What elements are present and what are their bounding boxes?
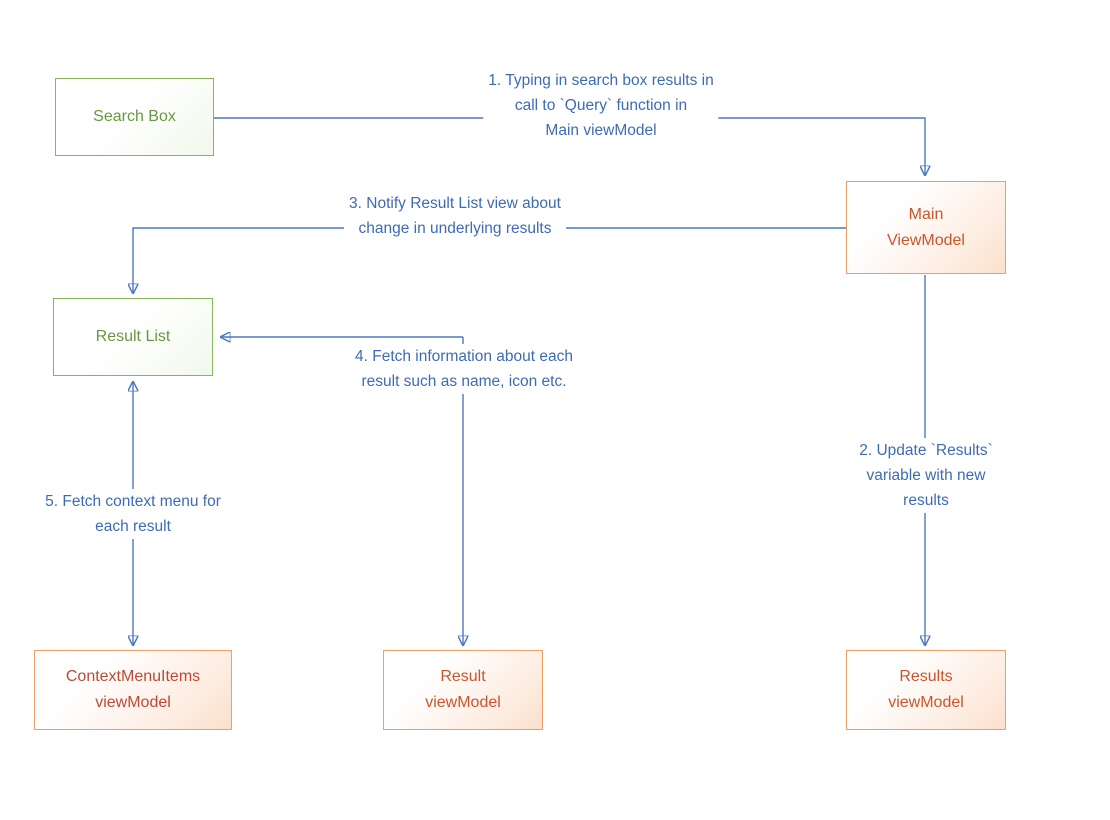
- annotation-step2: 2. Update `Results` variable with new re…: [834, 438, 1018, 513]
- annotation-step4: 4. Fetch information about each result s…: [350, 344, 578, 394]
- node-result-viewmodel: Result viewModel: [383, 650, 543, 730]
- connector-step1-arrow: [214, 117, 925, 175]
- node-main-viewmodel: Main ViewModel: [846, 181, 1006, 274]
- node-results-viewmodel-label: Results viewModel: [888, 668, 964, 711]
- annotation-step1: 1. Typing in search box results in call …: [483, 68, 719, 143]
- node-contextmenuitems-viewmodel: ContextMenuItems viewModel: [34, 650, 232, 730]
- connector-step3-arrow: [133, 227, 846, 293]
- node-result-list: Result List: [53, 298, 213, 376]
- node-result-viewmodel-label: Result viewModel: [425, 668, 501, 711]
- node-main-viewmodel-label: Main ViewModel: [887, 205, 965, 249]
- node-search-box-label: Search Box: [93, 108, 176, 125]
- node-search-box: Search Box: [55, 78, 214, 156]
- annotation-step5: 5. Fetch context menu for each result: [40, 489, 226, 539]
- node-results-viewmodel: Results viewModel: [846, 650, 1006, 730]
- node-contextmenuitems-viewmodel-label: ContextMenuItems viewModel: [65, 668, 201, 711]
- annotation-step3: 3. Notify Result List view about change …: [344, 191, 566, 241]
- node-result-list-label: Result List: [95, 328, 171, 345]
